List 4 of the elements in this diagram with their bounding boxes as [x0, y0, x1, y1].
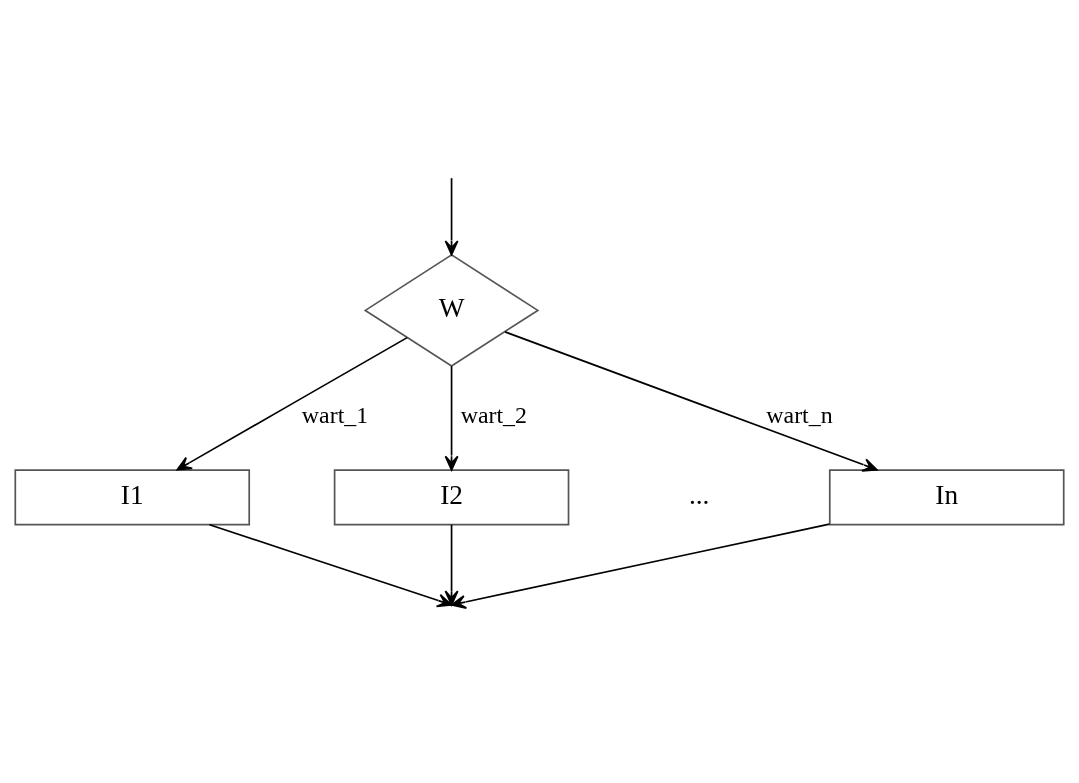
edge-label: wart_1 [301, 401, 369, 428]
label: ... [688, 479, 710, 510]
edge-label: wart_n [766, 401, 833, 428]
edge-label: wart_2 [460, 401, 527, 428]
